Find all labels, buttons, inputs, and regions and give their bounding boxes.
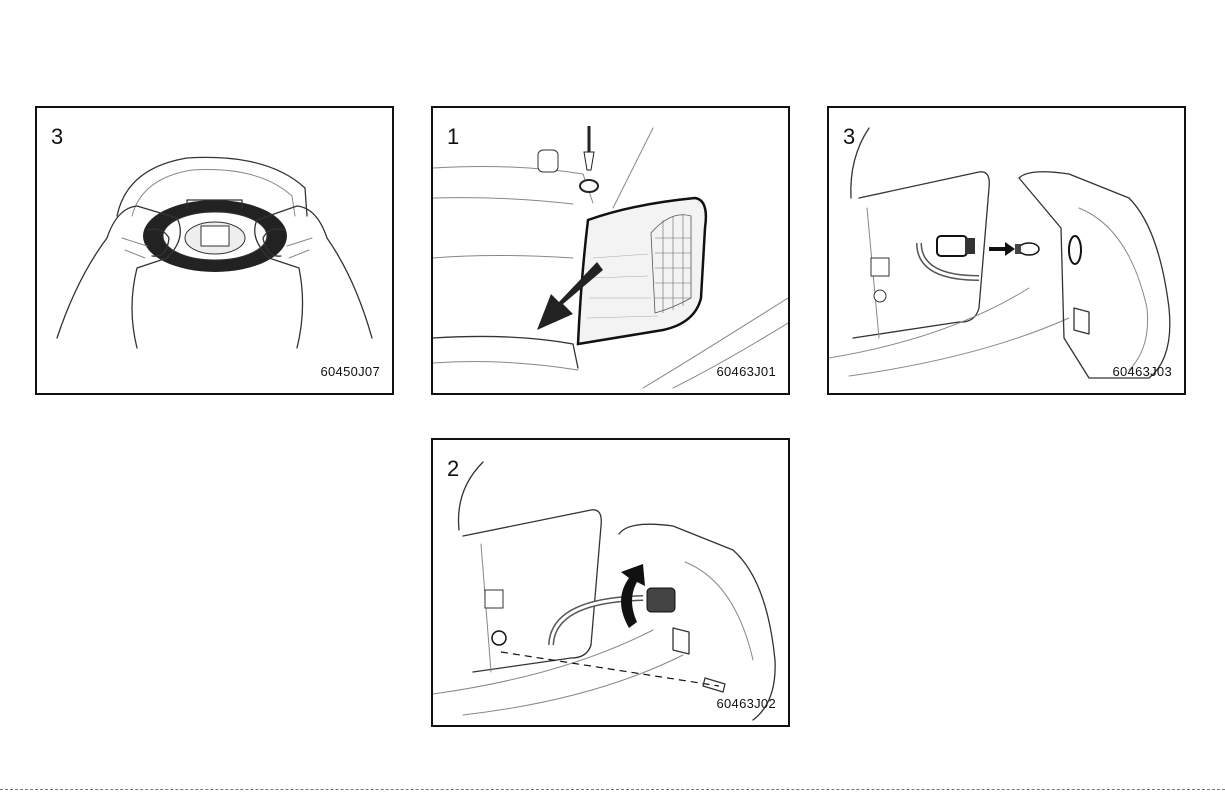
step-number: 3 bbox=[51, 126, 63, 148]
bulb-replacement-illustration bbox=[829, 108, 1184, 393]
hands-bulb-socket-illustration bbox=[37, 108, 392, 393]
step-number: 1 bbox=[447, 126, 459, 148]
screw-removal-illustration bbox=[433, 108, 788, 393]
step-number: 3 bbox=[843, 126, 855, 148]
figure-panel-screw-removal: 1 60463J01 bbox=[431, 106, 790, 395]
figure-panel-hands-socket: 3 60450J07 bbox=[35, 106, 394, 395]
figure-code: 60450J07 bbox=[320, 364, 380, 379]
figure-panel-socket-twist: 2 60463J02 bbox=[431, 438, 790, 727]
figure-code: 60463J02 bbox=[716, 696, 776, 711]
socket-twist-illustration bbox=[433, 440, 788, 725]
figure-panel-bulb-replacement: 3 60463J03 bbox=[827, 106, 1186, 395]
figure-code: 60463J01 bbox=[716, 364, 776, 379]
figure-code: 60463J03 bbox=[1112, 364, 1172, 379]
page-bottom-rule bbox=[0, 789, 1225, 791]
step-number: 2 bbox=[447, 458, 459, 480]
